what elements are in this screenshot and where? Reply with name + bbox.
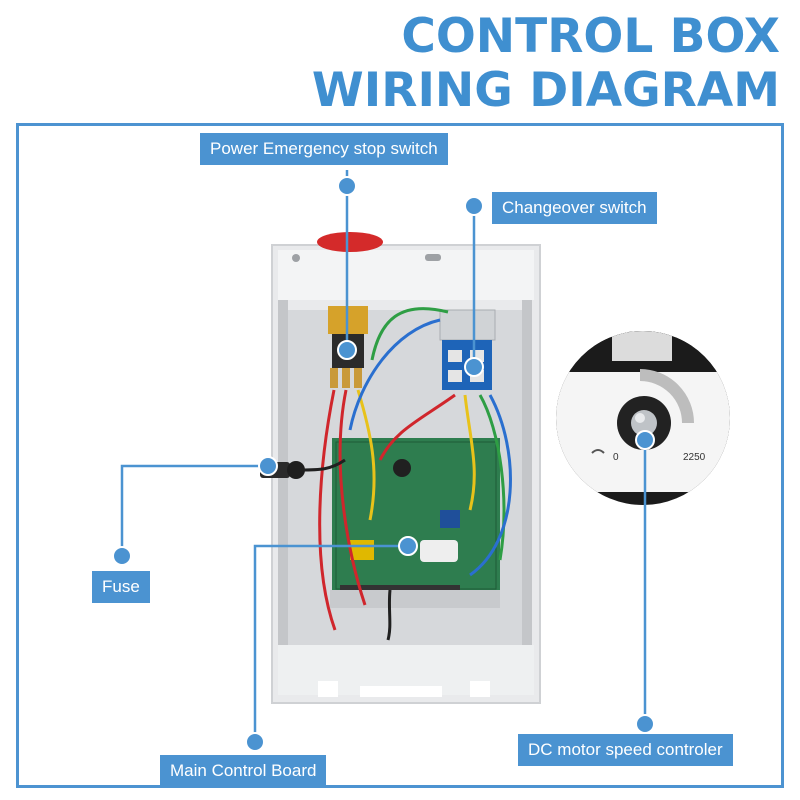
- dial-min-label: 0: [613, 452, 619, 463]
- dial-max-label: 2250: [683, 452, 706, 463]
- dot-main-board-label: [245, 732, 265, 752]
- diagram-frame: [16, 123, 784, 788]
- callout-dots: [112, 176, 655, 752]
- emergency-stop-button: [317, 232, 383, 252]
- speed-controller-label: DC motor speed controler: [518, 734, 733, 766]
- speed-controller-inset: 0 2250: [556, 331, 730, 505]
- fuse-label: Fuse: [92, 571, 150, 603]
- emergency-stop-label: Power Emergency stop switch: [200, 133, 448, 165]
- dot-changeover-switch: [464, 357, 484, 377]
- changeover-switch-label: Changeover switch: [492, 192, 657, 224]
- dot-emergency-top: [337, 176, 357, 196]
- dot-fuse-label: [112, 546, 132, 566]
- dot-emergency-switch: [337, 340, 357, 360]
- page-title: CONTROL BOX WIRING DIAGRAM: [312, 10, 780, 118]
- dot-changeover-top: [464, 196, 484, 216]
- main-control-board: [330, 438, 500, 608]
- callout-lines: [120, 170, 647, 742]
- dot-main-board: [398, 536, 418, 556]
- main-control-board-label: Main Control Board: [160, 755, 327, 787]
- dot-speed-knob: [635, 430, 655, 450]
- dot-speed-label: [635, 714, 655, 734]
- title-line-1: CONTROL BOX: [401, 9, 780, 64]
- wires: [299, 307, 512, 641]
- title-line-2: WIRING DIAGRAM: [311, 63, 780, 118]
- dot-fuse-holder: [258, 456, 278, 476]
- changeover-switch: [439, 309, 496, 390]
